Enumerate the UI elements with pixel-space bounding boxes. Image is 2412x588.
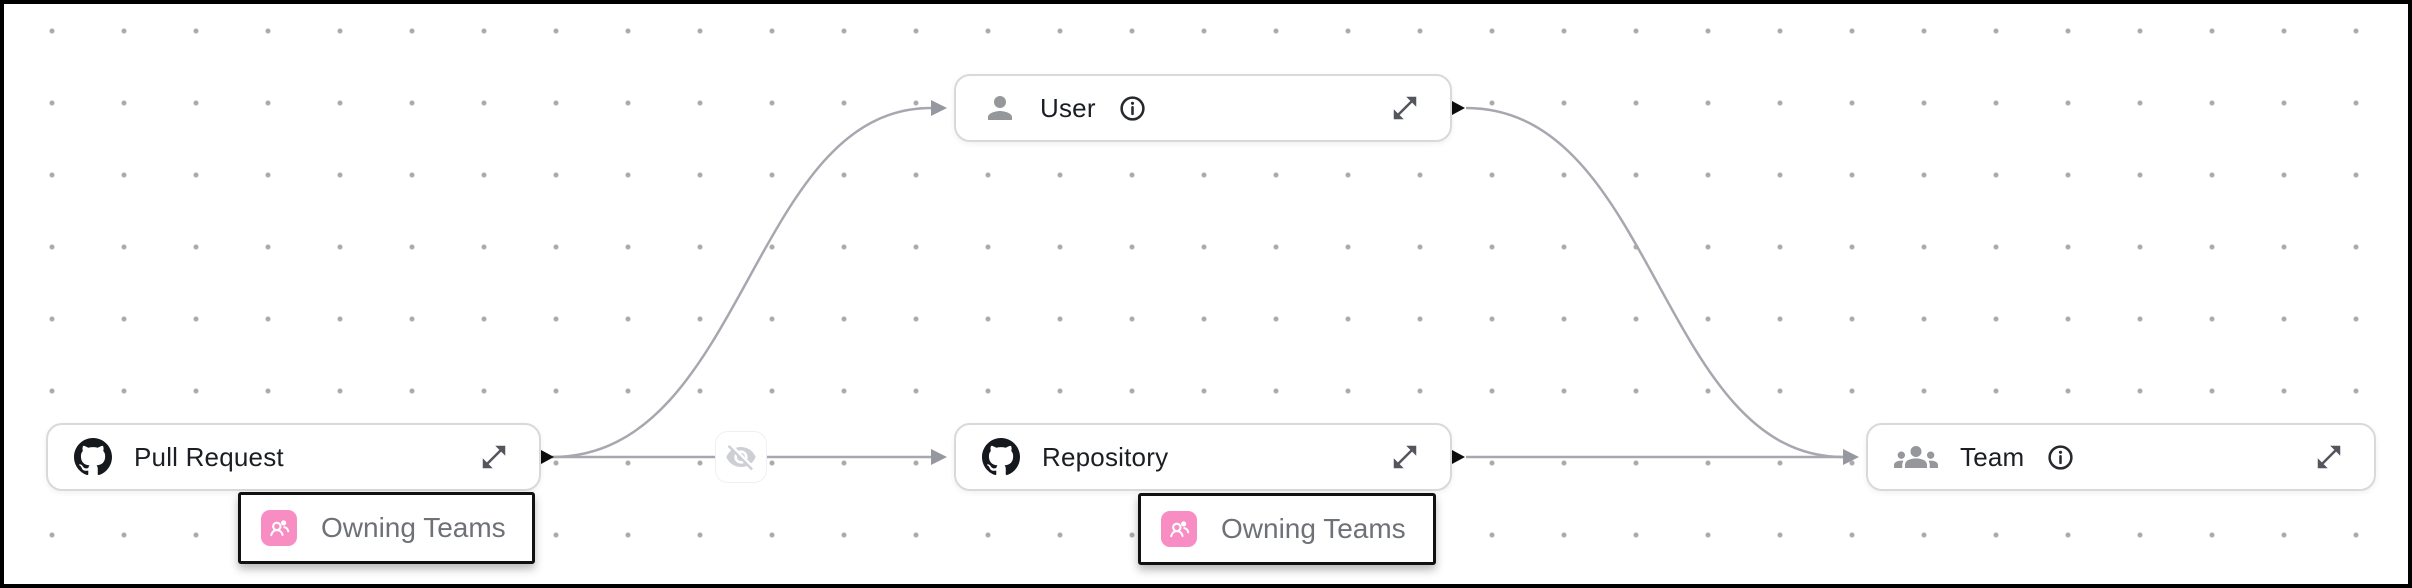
info-icon[interactable] [2046, 443, 2075, 472]
expand-icon[interactable] [1390, 93, 1420, 123]
github-icon [982, 438, 1020, 476]
node-user[interactable]: User [954, 74, 1452, 142]
arrowhead-user-target [931, 100, 947, 116]
team-pink-icon [261, 510, 297, 546]
owning-teams-badge[interactable]: Owning Teams [238, 492, 535, 564]
eye-off-icon [726, 445, 756, 471]
source-handle-repository[interactable] [1452, 450, 1465, 464]
github-icon [74, 438, 112, 476]
arrowhead-team-target [1843, 449, 1859, 465]
badge-label: Owning Teams [321, 512, 506, 543]
node-team[interactable]: Team [1866, 423, 2376, 491]
expand-icon[interactable] [479, 442, 509, 472]
people-icon [1894, 435, 1938, 479]
node-pull-request[interactable]: Pull Request [46, 423, 541, 491]
team-pink-icon [1161, 511, 1197, 547]
arrowhead-repository-target [931, 449, 947, 465]
expand-icon[interactable] [1390, 442, 1420, 472]
owning-teams-badge[interactable]: Owning Teams [1138, 493, 1436, 565]
expand-icon[interactable] [2314, 442, 2344, 472]
edge-pullrequest-user[interactable] [551, 106, 932, 459]
node-label: User [1040, 92, 1096, 123]
badge-label: Owning Teams [1221, 513, 1406, 544]
info-icon[interactable] [1118, 94, 1147, 123]
node-label: Pull Request [134, 441, 284, 472]
hidden-edge-chip[interactable] [715, 431, 767, 483]
source-handle-pullrequest[interactable] [541, 450, 554, 464]
node-label: Repository [1042, 441, 1169, 472]
node-repository[interactable]: Repository [954, 423, 1452, 491]
node-label: Team [1960, 441, 2025, 472]
edge-user-team[interactable] [1465, 106, 1844, 459]
source-handle-user[interactable] [1452, 101, 1465, 115]
person-icon [982, 90, 1018, 126]
